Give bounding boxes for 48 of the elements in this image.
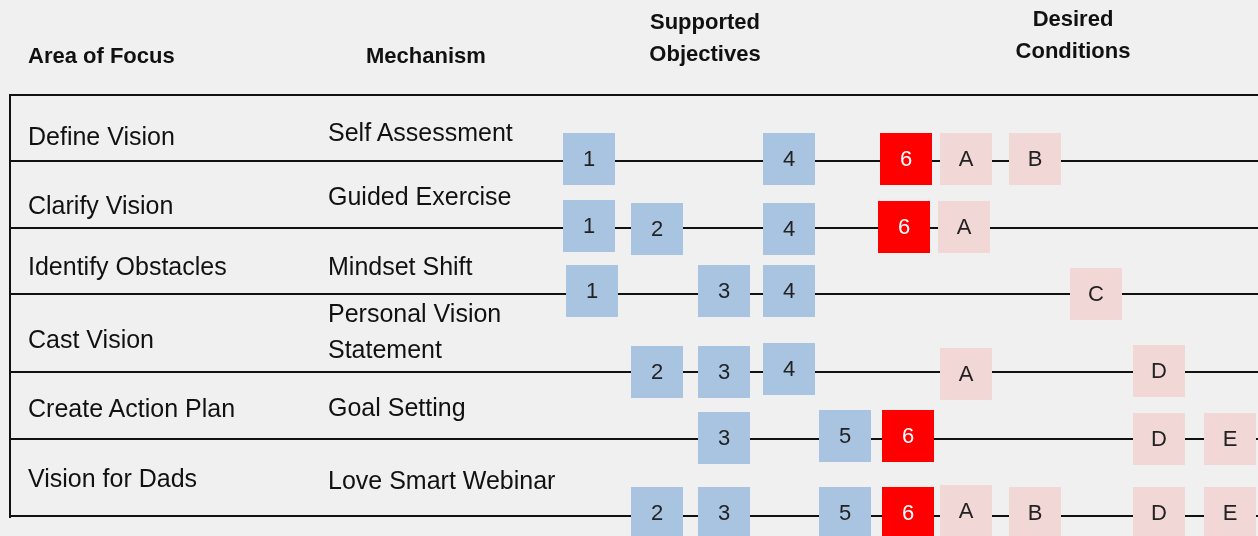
condition-box: 6 bbox=[882, 410, 934, 462]
row-label: Define Vision bbox=[28, 121, 175, 152]
objective-box: 3 bbox=[698, 346, 750, 398]
objective-box: 2 bbox=[631, 346, 683, 398]
objective-box: 1 bbox=[563, 133, 615, 185]
row-label: Self Assessment bbox=[328, 117, 513, 148]
objective-box: 3 bbox=[698, 487, 750, 536]
condition-box: 6 bbox=[878, 201, 930, 253]
column-header: Mechanism bbox=[366, 42, 486, 70]
objective-box: 4 bbox=[763, 343, 815, 395]
objective-box: 2 bbox=[631, 487, 683, 536]
condition-box: B bbox=[1009, 133, 1061, 185]
row-label: Identify Obstacles bbox=[28, 251, 227, 282]
row-label: Create Action Plan bbox=[28, 393, 236, 424]
row-label: Goal Setting bbox=[328, 392, 466, 423]
condition-box: E bbox=[1204, 413, 1256, 465]
condition-box: A bbox=[938, 201, 990, 253]
condition-box: 6 bbox=[880, 133, 932, 185]
objective-box: 5 bbox=[819, 410, 871, 462]
condition-box: B bbox=[1009, 487, 1061, 536]
row-label: Vision for Dads bbox=[28, 463, 198, 494]
condition-box: D bbox=[1133, 413, 1185, 465]
row-label: Cast Vision bbox=[28, 324, 154, 355]
condition-box: D bbox=[1133, 345, 1185, 397]
objective-box: 3 bbox=[698, 265, 750, 317]
condition-box: C bbox=[1070, 268, 1122, 320]
objective-box: 1 bbox=[566, 265, 618, 317]
row-label: Clarify Vision bbox=[28, 190, 174, 221]
condition-box: 6 bbox=[882, 487, 934, 536]
objective-box: 4 bbox=[763, 203, 815, 255]
row-label: Personal Vision Statement bbox=[328, 298, 503, 365]
objective-box: 4 bbox=[763, 265, 815, 317]
objective-box: 2 bbox=[631, 203, 683, 255]
condition-box: A bbox=[940, 348, 992, 400]
objective-box: 5 bbox=[819, 487, 871, 536]
condition-box: A bbox=[940, 485, 992, 536]
row-label: Mindset Shift bbox=[328, 251, 473, 282]
column-header: Area of Focus bbox=[28, 42, 175, 70]
row-label: Love Smart Webinar bbox=[328, 465, 556, 496]
column-header: Desired Conditions bbox=[1014, 5, 1132, 65]
condition-box: D bbox=[1133, 487, 1185, 536]
condition-box: E bbox=[1204, 487, 1256, 536]
row-label: Guided Exercise bbox=[328, 181, 512, 212]
objective-box: 3 bbox=[698, 412, 750, 464]
objective-box: 1 bbox=[563, 200, 615, 252]
objective-box: 4 bbox=[763, 133, 815, 185]
condition-box: A bbox=[940, 133, 992, 185]
column-header: Supported Objectives bbox=[648, 8, 762, 68]
